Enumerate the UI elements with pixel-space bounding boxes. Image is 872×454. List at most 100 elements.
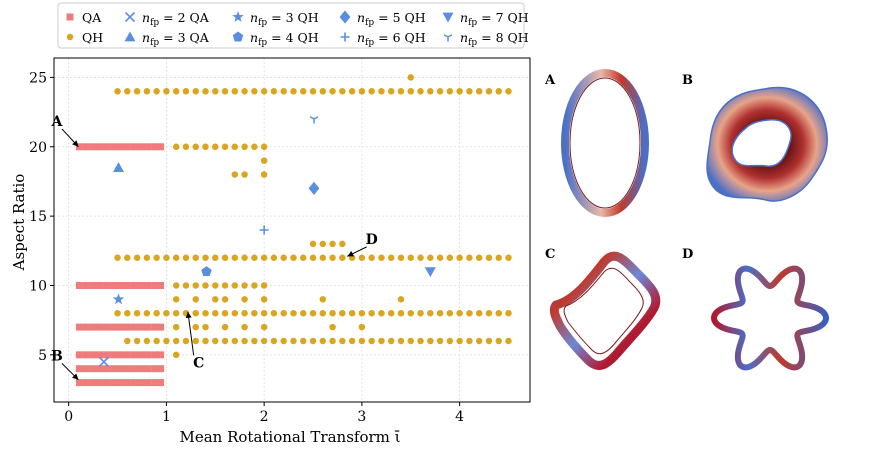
legend-marker — [340, 32, 350, 42]
x-tick-label: 2 — [260, 409, 269, 425]
data-point — [212, 282, 219, 289]
data-point — [417, 88, 424, 95]
data-point — [417, 309, 424, 317]
data-point — [241, 282, 248, 289]
data-point — [151, 365, 159, 373]
data-point — [378, 337, 385, 345]
legend-label: QA — [82, 10, 102, 25]
data-point — [202, 309, 209, 317]
data-point — [133, 309, 141, 317]
data-point — [339, 88, 346, 95]
data-point — [329, 309, 336, 317]
data-point — [436, 88, 444, 95]
y-axis-label: Aspect Ratio — [10, 174, 28, 272]
data-point — [319, 296, 327, 303]
data-point — [280, 88, 287, 95]
data-point — [143, 88, 151, 95]
data-point — [339, 240, 346, 248]
data-point — [182, 282, 190, 289]
data-point — [75, 281, 83, 289]
data-point — [212, 309, 219, 317]
data-point — [368, 254, 375, 261]
legend-marker — [66, 33, 74, 41]
data-point — [103, 323, 111, 331]
data-point — [251, 143, 258, 151]
data-point — [358, 254, 366, 261]
data-point — [270, 337, 278, 345]
data-point — [172, 337, 180, 345]
data-point — [157, 323, 165, 331]
data-point — [192, 282, 199, 289]
data-point — [466, 337, 473, 345]
data-point — [319, 337, 327, 345]
data-point — [299, 254, 307, 261]
data-point — [98, 356, 109, 367]
data-point — [172, 254, 180, 261]
data-point — [144, 379, 152, 387]
data-point — [202, 282, 209, 289]
panel-a-surface — [561, 69, 649, 217]
data-point — [290, 88, 297, 95]
legend-label: nfp = 8 QH — [460, 30, 529, 48]
data-point — [157, 281, 165, 289]
data-point — [309, 337, 317, 345]
data-point — [319, 309, 327, 317]
legend-marker — [124, 11, 136, 23]
data-point — [485, 337, 493, 345]
legend-label: nfp = 3 QA — [142, 30, 210, 48]
data-point — [153, 309, 160, 317]
data-point — [116, 351, 124, 359]
data-point — [260, 171, 268, 178]
data-point — [153, 337, 160, 345]
data-point — [329, 254, 336, 261]
data-point — [417, 254, 424, 261]
data-point — [495, 337, 502, 345]
panel-a-label: A — [544, 73, 556, 88]
panel-d-surface — [711, 265, 829, 371]
data-point — [446, 88, 454, 95]
series-7 — [259, 225, 269, 235]
data-point — [309, 254, 317, 261]
data-point — [368, 88, 375, 95]
data-point — [446, 337, 454, 345]
data-point — [157, 351, 165, 359]
data-point — [144, 323, 152, 331]
data-point — [368, 309, 375, 317]
data-point — [157, 143, 165, 151]
data-point — [137, 365, 145, 373]
data-point — [133, 88, 141, 95]
data-point — [424, 267, 436, 278]
data-point — [202, 337, 209, 345]
data-point — [427, 88, 434, 95]
legend-label: nfp = 6 QH — [357, 30, 426, 48]
annotation-label: D — [366, 232, 378, 248]
data-point — [456, 254, 463, 261]
data-point — [182, 337, 190, 345]
legend-marker — [124, 31, 136, 42]
data-point — [309, 88, 317, 95]
data-point — [96, 323, 104, 331]
legend-marker — [442, 12, 454, 23]
data-point — [153, 88, 160, 95]
data-point — [172, 143, 180, 151]
data-point — [290, 309, 297, 317]
data-point — [89, 365, 97, 373]
data-point — [407, 337, 415, 345]
data-point — [221, 337, 229, 345]
data-point — [260, 143, 268, 151]
data-point — [427, 309, 434, 317]
data-point — [82, 365, 90, 373]
data-point — [163, 254, 170, 261]
data-point — [82, 281, 90, 289]
data-point — [137, 379, 145, 387]
data-point — [110, 323, 118, 331]
data-point — [110, 365, 118, 373]
data-point — [456, 337, 463, 345]
data-point — [319, 88, 327, 95]
data-point — [475, 254, 483, 261]
data-point — [172, 282, 180, 289]
data-point — [221, 309, 229, 317]
data-point — [123, 351, 131, 359]
